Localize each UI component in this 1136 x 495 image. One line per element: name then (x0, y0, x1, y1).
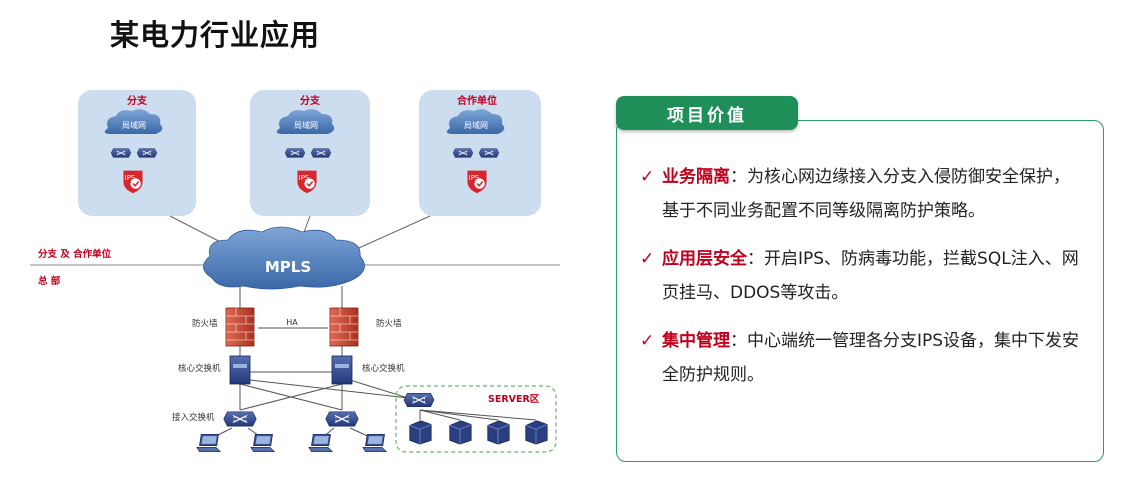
branch-zone-label: 分支 及 合作单位 (38, 248, 112, 260)
partner-box-badge: IPS (469, 174, 480, 182)
partner-box: 合作单位 局域网 IPS (419, 90, 541, 216)
value-list: ✓ 业务隔离：为核心网边缘接入分支入侵防御安全保护，基于不同业务配置不同等级隔离… (640, 160, 1085, 406)
project-value-tab: 项目价值 (616, 96, 798, 130)
check-icon: ✓ (640, 167, 655, 187)
mpls-label: MPLS (265, 258, 311, 276)
check-icon: ✓ (640, 249, 655, 269)
value-description: ：开启IPS、防病毒功能，拦截SQL注入、网页挂马、DDOS等攻击。 (662, 249, 1079, 303)
laptop-4 (362, 433, 387, 453)
value-item-app-security: ✓ 应用层安全：开启IPS、防病毒功能，拦截SQL注入、网页挂马、DDOS等攻击… (640, 242, 1085, 310)
branch-box-1-badge: IPS (125, 174, 136, 182)
value-item-isolation: ✓ 业务隔离：为核心网边缘接入分支入侵防御安全保护，基于不同业务配置不同等级隔离… (640, 160, 1085, 228)
core-links (211, 286, 537, 439)
server-zone: SERVER区 (395, 385, 557, 453)
value-keyword: 集中管理 (662, 331, 730, 351)
value-description: ：为核心网边缘接入分支入侵防御安全保护，基于不同业务配置不同等级隔离防护策略。 (662, 167, 1070, 221)
firewall-right (329, 307, 359, 347)
laptop-1 (196, 433, 221, 453)
branch-box-2-label: 分支 (300, 94, 321, 107)
partner-box-label: 合作单位 (456, 94, 497, 107)
access-switch-left (223, 411, 257, 427)
value-keyword: 应用层安全 (662, 249, 747, 269)
laptop-2 (250, 433, 275, 453)
ha-label: HA (286, 318, 298, 327)
branch-box-2-cloud: 局域网 (294, 120, 318, 130)
value-keyword: 业务隔离 (662, 167, 730, 187)
core-right-label: 核心交换机 (362, 363, 405, 374)
access-label: 接入交换机 (172, 412, 215, 423)
access-switch-right (325, 411, 359, 427)
core-left-label: 核心交换机 (178, 363, 221, 374)
branch-box-1-cloud: 局域网 (122, 120, 146, 130)
branch-box-1: 分支 局域网 IPS (78, 90, 196, 216)
firewall-right-label: 防火墙 (376, 318, 402, 329)
hq-zone-label: 总 部 (38, 275, 61, 287)
firewall-left-label: 防火墙 (192, 318, 218, 329)
value-description: ：中心端统一管理各分支IPS设备，集中下发安全防护规则。 (662, 331, 1080, 385)
page-title: 某电力行业应用 (110, 18, 321, 52)
core-switch-right (331, 355, 353, 385)
mpls-cloud: MPLS (203, 226, 365, 290)
branch-box-1-label: 分支 (127, 94, 148, 107)
project-value-panel (616, 120, 1104, 462)
branch-box-2-badge: IPS (299, 174, 310, 182)
partner-box-cloud: 局域网 (464, 120, 488, 130)
laptop-3 (308, 433, 333, 453)
server-zone-label: SERVER区 (488, 394, 540, 405)
core-switch-left (229, 355, 251, 385)
firewall-left (225, 307, 255, 347)
branch-box-2: 分支 局域网 IPS (250, 90, 370, 216)
value-item-central-mgmt: ✓ 集中管理：中心端统一管理各分支IPS设备，集中下发安全防护规则。 (640, 324, 1085, 392)
check-icon: ✓ (640, 331, 655, 351)
network-diagram: 分支 局域网 IPS 分支 局域网 IPS 合作单位 局域网 IPS 分支 及 … (30, 90, 560, 453)
